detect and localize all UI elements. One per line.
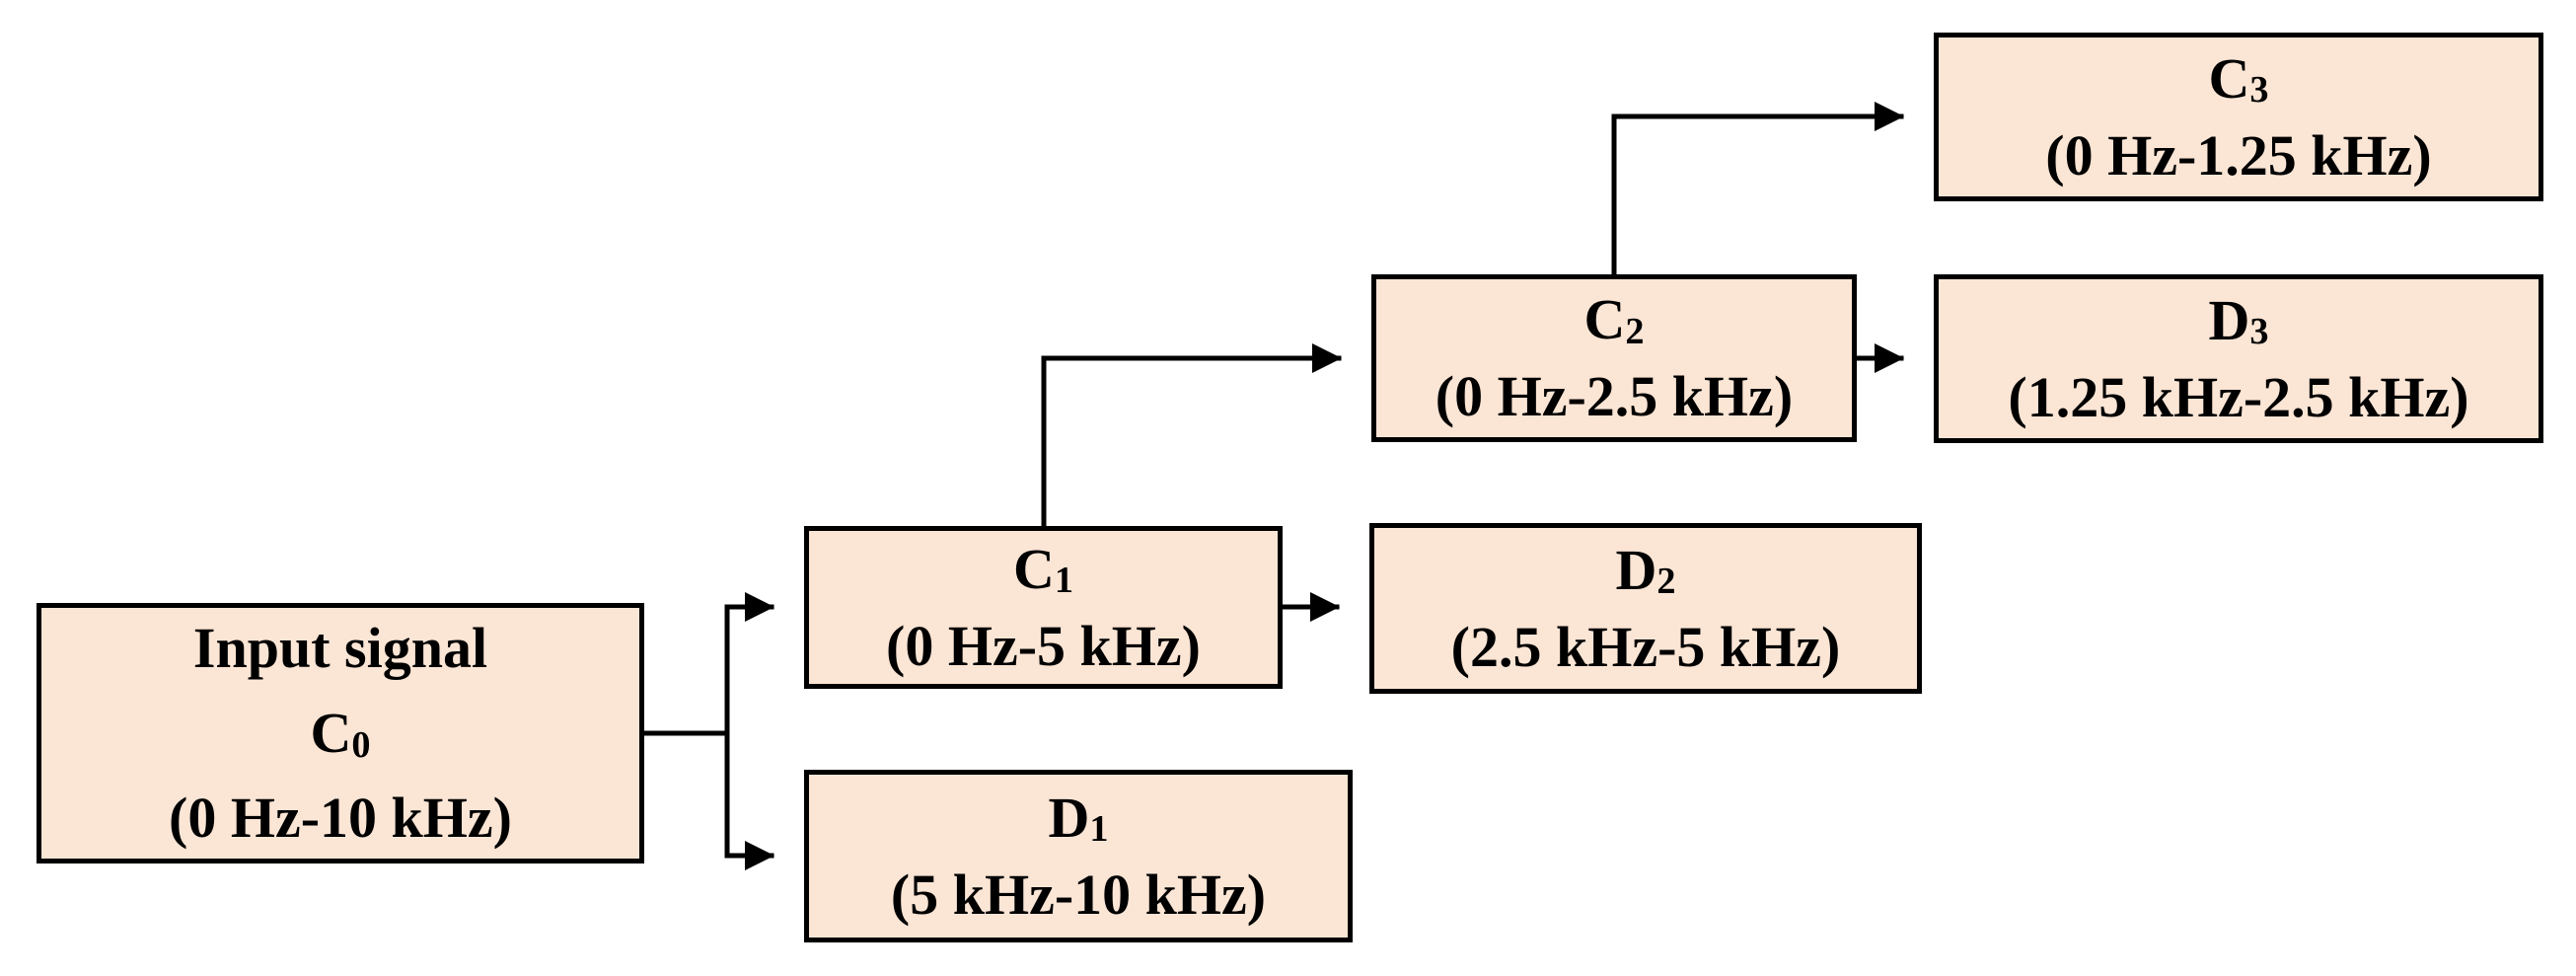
node-d2: D2 (2.5 kHz-5 kHz) bbox=[1369, 523, 1922, 694]
node-input-signal-c0: Input signal C0 (0 Hz-10 kHz) bbox=[37, 603, 644, 863]
node-input-range: (0 Hz-10 kHz) bbox=[169, 786, 512, 850]
edge-c2-c3-arrow bbox=[1611, 102, 1904, 277]
node-c2: C2 (0 Hz-2.5 kHz) bbox=[1371, 274, 1857, 442]
node-c1-label: C1 bbox=[1012, 536, 1074, 602]
node-d3: D3 (1.25 kHz-2.5 kHz) bbox=[1934, 274, 2543, 443]
node-d1-label: D1 bbox=[1048, 785, 1109, 851]
node-d1: D1 (5 kHz-10 kHz) bbox=[804, 770, 1353, 942]
node-d2-label: D2 bbox=[1615, 537, 1676, 603]
node-c2-range: (0 Hz-2.5 kHz) bbox=[1435, 364, 1794, 428]
node-c2-label: C2 bbox=[1583, 287, 1645, 352]
node-d3-range: (1.25 kHz-2.5 kHz) bbox=[2008, 364, 2469, 429]
node-d1-range: (5 kHz-10 kHz) bbox=[890, 862, 1267, 927]
node-c3: C3 (0 Hz-1.25 kHz) bbox=[1934, 33, 2543, 201]
node-c3-range: (0 Hz-1.25 kHz) bbox=[2045, 122, 2432, 188]
edge-c1-c2-arrow bbox=[1041, 343, 1342, 529]
node-d2-range: (2.5 kHz-5 kHz) bbox=[1450, 614, 1841, 679]
node-c1: C1 (0 Hz-5 kHz) bbox=[804, 526, 1283, 689]
node-c3-label: C3 bbox=[2208, 45, 2269, 112]
node-input-title: Input signal bbox=[192, 616, 488, 680]
node-input-label: C0 bbox=[310, 701, 371, 766]
node-d3-label: D3 bbox=[2208, 287, 2269, 353]
node-c1-range: (0 Hz-5 kHz) bbox=[886, 613, 1201, 678]
